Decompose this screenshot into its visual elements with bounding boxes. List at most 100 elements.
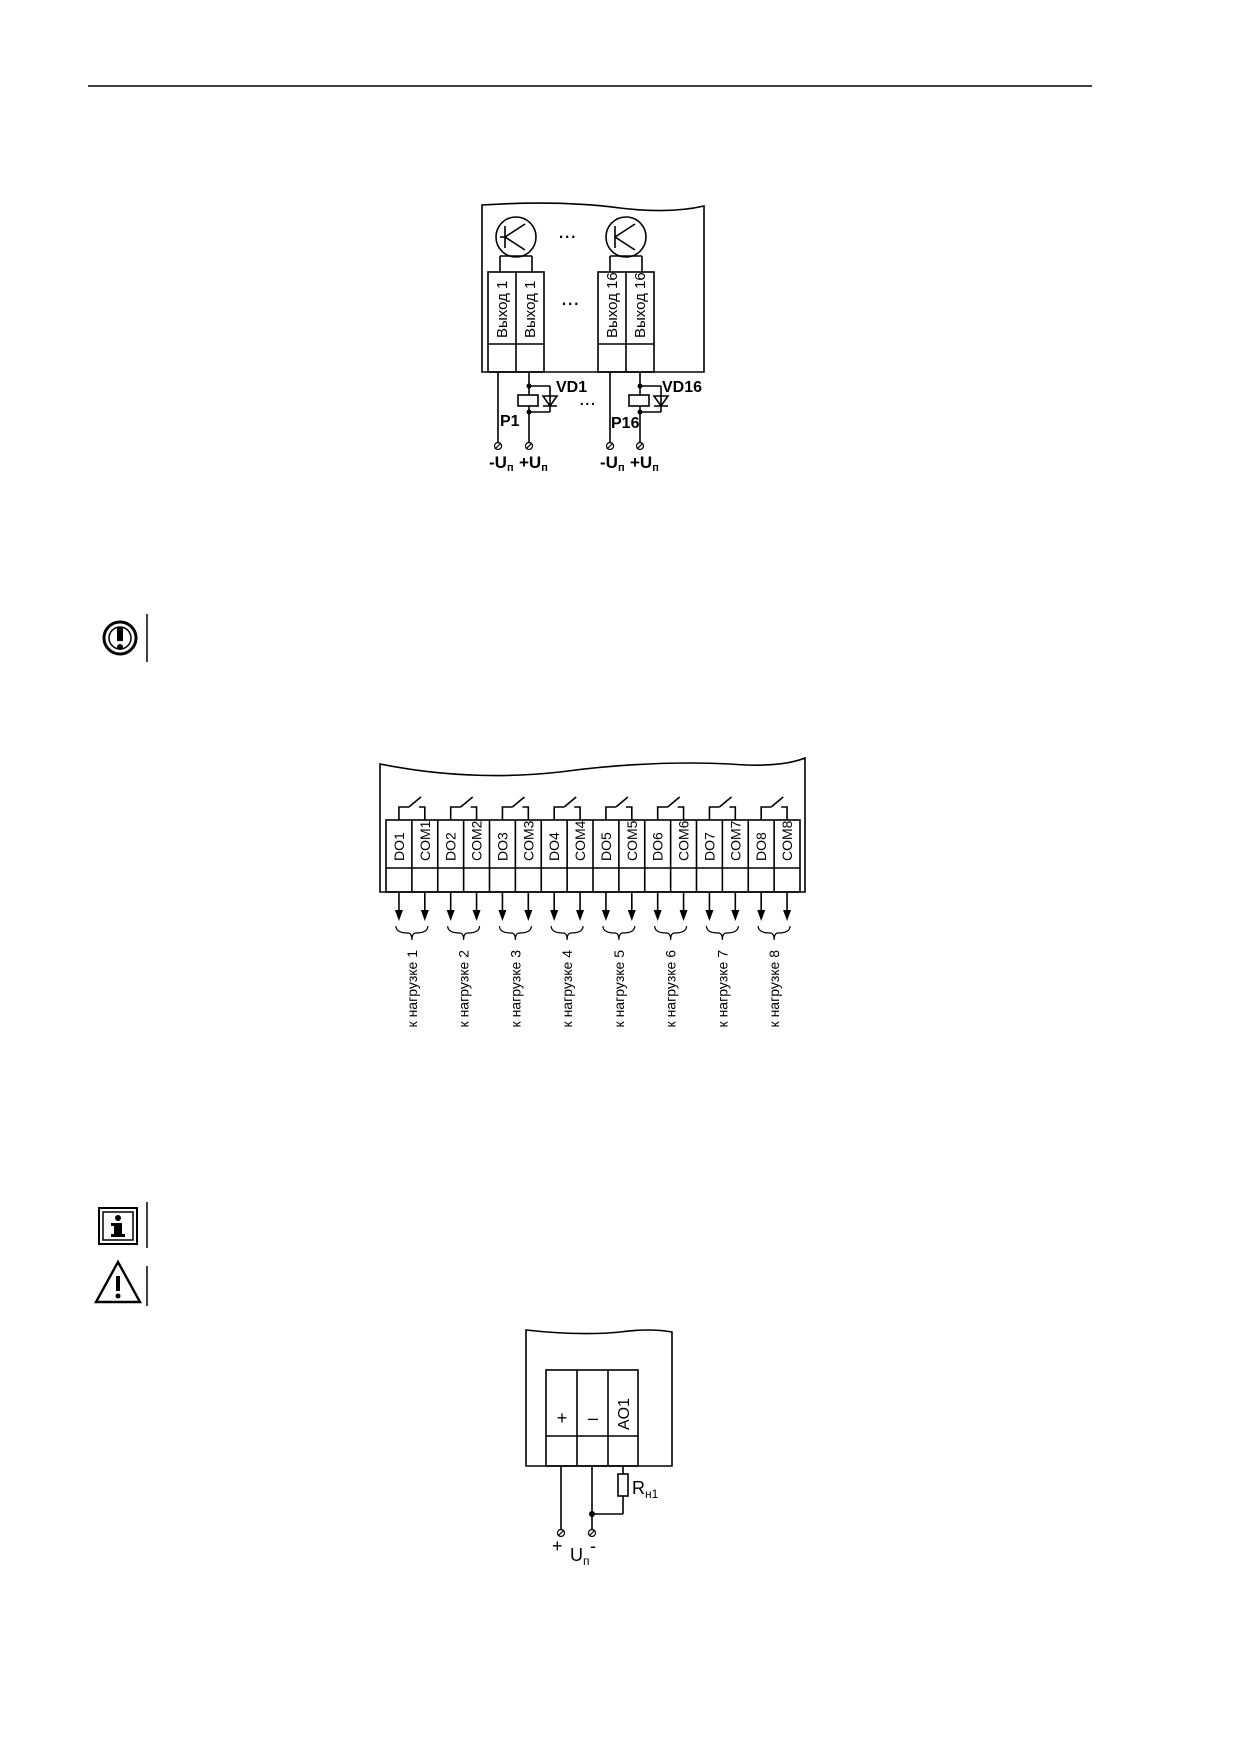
terminal-label: COM8 [779, 820, 795, 861]
arrow-down-icon [576, 910, 585, 921]
supply-minus-label: -Uп [600, 453, 625, 474]
arrow-down-icon [420, 910, 429, 921]
contact-wire [470, 806, 478, 820]
contact-wire [656, 806, 668, 820]
arrow-down-icon [757, 910, 766, 921]
contact-wire [522, 806, 530, 820]
contact-wire [605, 806, 616, 820]
load-label: к нагрузке 1 [404, 950, 420, 1028]
relay-label: P16 [611, 415, 640, 432]
arrow-down-icon [783, 910, 792, 921]
supply-minus-label: -Uп [489, 453, 514, 474]
terminal-label: COM5 [624, 820, 640, 861]
transistor-icon [495, 216, 537, 258]
contact-wire [418, 806, 426, 820]
arrow-down-icon [550, 910, 559, 921]
supply-label: Uп [570, 1545, 590, 1568]
screw-terminal-icon [493, 441, 645, 451]
relay-contact-icon [615, 796, 629, 808]
load-label: к нагрузке 8 [766, 950, 782, 1028]
arrow-down-icon [524, 910, 533, 921]
terminal-label: + [557, 1408, 568, 1428]
brace-icon [550, 925, 584, 941]
brace-icon [602, 925, 636, 941]
brace-icon [757, 925, 791, 941]
contact-wire [574, 806, 581, 820]
plus-label: + [552, 1536, 563, 1556]
ellipsis: ... [561, 285, 579, 310]
contact-wire [677, 806, 685, 820]
ellipsis: ... [579, 388, 596, 410]
contact-wire [449, 806, 461, 820]
terminal-label: DO4 [546, 832, 562, 861]
arrow-down-icon [498, 910, 507, 921]
relay-contact-icon [667, 796, 681, 808]
arrow-down-icon [601, 910, 610, 921]
terminal-label: COM6 [676, 820, 692, 861]
terminal-label: COM4 [572, 820, 588, 861]
terminal-label: COM1 [417, 820, 433, 861]
figure-analog-output: + – AO1 Rн1 + - Uп [525, 1329, 673, 1568]
relay-contact-icon [718, 796, 732, 808]
figure-transistor-outputs: ... Выход 1 Выход 1 Выход 16 Выход 16 ..… [481, 202, 705, 474]
brace-icon [447, 925, 481, 941]
contact-wire [708, 806, 720, 820]
arrow-down-icon [446, 910, 455, 921]
brace-icon [654, 925, 688, 941]
supply-plus-label: +Uп [519, 453, 548, 474]
contact-wire [553, 806, 565, 820]
load-resistor-label: Rн1 [632, 1478, 659, 1501]
load-label: к нагрузке 5 [611, 950, 627, 1028]
load-label: к нагрузке 4 [559, 950, 575, 1028]
contact-wire [625, 806, 633, 820]
contact-wire [729, 806, 737, 820]
terminal-label: AO1 [616, 1398, 633, 1430]
terminal-label: Выход 16 [632, 272, 649, 338]
arrow-down-icon [653, 910, 662, 921]
relay-label: P1 [500, 413, 520, 430]
arrow-down-icon [731, 910, 740, 921]
terminal-label: DO7 [701, 832, 717, 861]
transistor-icon [605, 216, 647, 258]
screw-terminal-icon [556, 1528, 597, 1538]
relay-contact-icon [408, 796, 422, 808]
attention-icon [102, 614, 148, 662]
brace-icon [498, 925, 532, 941]
arrow-down-icon [394, 910, 403, 921]
terminal-label: DO3 [494, 832, 510, 861]
contact-wire [398, 806, 409, 820]
arrow-down-icon [705, 910, 714, 921]
contact-wire [760, 806, 772, 820]
load-label: к нагрузке 3 [507, 950, 523, 1028]
terminal-label: Выход 1 [494, 281, 511, 338]
brace-icon [395, 925, 429, 941]
terminal-label: DO2 [443, 832, 459, 861]
terminal-label: Выход 1 [522, 281, 539, 338]
relay-contact-icon [460, 796, 474, 808]
arrow-down-icon [627, 910, 636, 921]
arrow-down-icon [472, 910, 481, 921]
diode-label: VD16 [662, 379, 702, 396]
ellipsis: ... [558, 218, 576, 243]
minus-label: - [590, 1536, 596, 1556]
brace-icon [705, 925, 739, 941]
arrow-down-icon [679, 910, 688, 921]
terminal-label: Выход 16 [604, 272, 621, 338]
terminal-label: – [588, 1408, 598, 1428]
info-icon [98, 1202, 148, 1248]
terminal-label: DO6 [650, 832, 666, 861]
contact-wire [781, 806, 788, 820]
load-label: к нагрузке 2 [456, 950, 472, 1028]
warning-icon [93, 1259, 148, 1306]
contact-wire [501, 806, 513, 820]
relay-contact-icon [511, 796, 525, 808]
relay-contact-icon [770, 796, 784, 808]
terminal-label: DO1 [391, 832, 407, 861]
diode-label: VD1 [556, 379, 587, 396]
load-label: к нагрузке 6 [663, 950, 679, 1028]
supply-plus-label: +Uп [630, 453, 659, 474]
terminal-label: DO8 [753, 832, 769, 861]
relay-contact-icon [563, 796, 577, 808]
